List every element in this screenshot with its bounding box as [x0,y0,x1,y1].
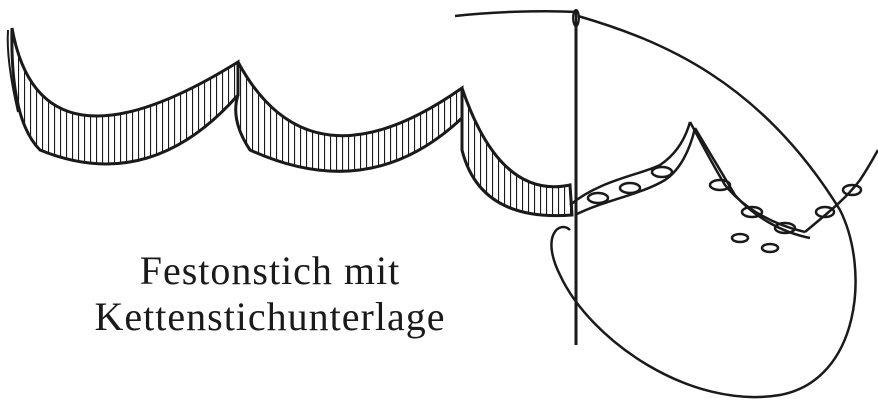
caption-line-1: Festonstich mit [80,248,460,294]
top-thread [455,11,578,16]
caption-line-2: Kettenstichunterlage [80,294,460,340]
chain-stitch-underlay [570,122,810,252]
trailing-thread [805,150,878,232]
caption: Festonstich mit Kettenstichunterlage [80,248,460,340]
scalloped-buttonhole-edge [8,28,572,216]
